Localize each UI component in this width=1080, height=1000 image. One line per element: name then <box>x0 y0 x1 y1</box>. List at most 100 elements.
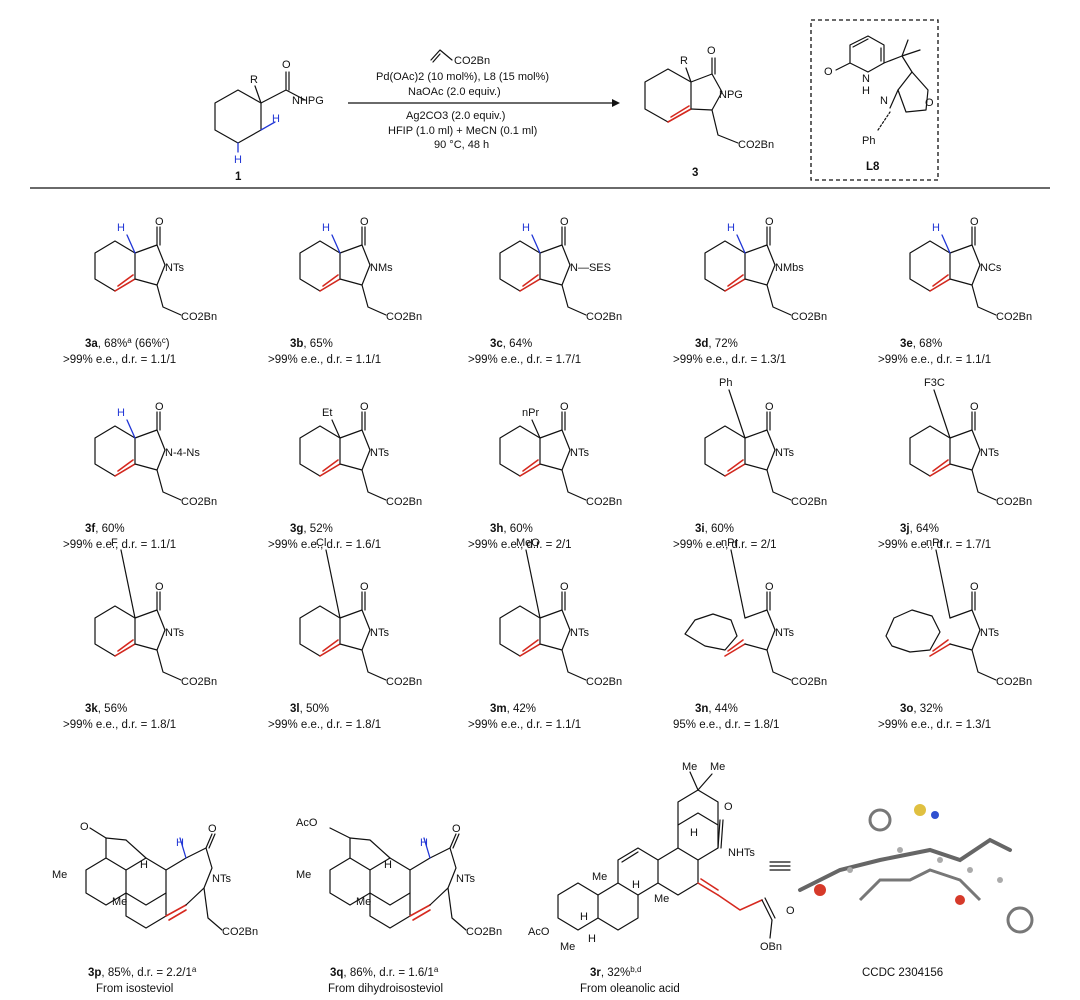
3j-ee: >99% e.e., d.r. = 1.7/1 <box>878 539 991 551</box>
3m-caption: 3m, 42% <box>490 703 536 715</box>
3q-ester: CO2Bn <box>466 926 502 938</box>
3k-ester: CO2Bn <box>181 676 217 688</box>
3g-o: O <box>360 401 369 413</box>
3m-label: 3m <box>490 703 507 715</box>
3o-yield: , 32% <box>913 703 942 715</box>
3i-ee: >99% e.e., d.r. = 2/1 <box>673 539 777 551</box>
3p-nts: NTs <box>212 873 231 885</box>
3f-label: 3f <box>85 523 95 535</box>
3p-ester: CO2Bn <box>222 926 258 938</box>
3l-ester: CO2Bn <box>386 676 422 688</box>
3r-label: 3r <box>590 967 601 979</box>
substrate-r: R <box>250 74 258 86</box>
3r-me1: Me <box>682 761 697 773</box>
3r-h4: H <box>588 933 596 945</box>
substrate-amide: NHPG <box>292 95 324 107</box>
3j-caption: 3j, 64% <box>900 523 939 535</box>
3c-n: N—SES <box>570 262 611 274</box>
3k-n: NTs <box>165 627 184 639</box>
3b-ester: CO2Bn <box>386 311 422 323</box>
3g-substituent: Et <box>322 407 332 419</box>
3m-yield: , 42% <box>507 703 536 715</box>
reagent-line-3: Ag2CO3 (2.0 equiv.) <box>406 110 505 122</box>
3r-obn: OBn <box>760 941 782 953</box>
3i-label: 3i <box>695 523 705 535</box>
3q-sep: , <box>343 967 349 979</box>
3d-n: NMbs <box>775 262 804 274</box>
3e-caption: 3e, 68% <box>900 338 942 350</box>
3i-o: O <box>765 401 774 413</box>
3a-ee: >99% e.e., d.r. = 1.1/1 <box>63 354 176 366</box>
3g-ester: CO2Bn <box>386 496 422 508</box>
3a-yield: , 68% <box>98 338 127 350</box>
3o-ester: CO2Bn <box>996 676 1032 688</box>
3k-substituent: F <box>111 537 118 549</box>
3i-substituent: Ph <box>719 377 732 389</box>
3p-me2: Me <box>112 896 127 908</box>
equals-sign <box>769 861 791 871</box>
3r-me4: Me <box>654 893 669 905</box>
3q-source: From dihydroisosteviol <box>328 983 443 995</box>
3r-h1: H <box>690 827 698 839</box>
3k-yield: , 56% <box>98 703 127 715</box>
3i-yield: , 60% <box>705 523 734 535</box>
3q-yield: 86%, d.r. = 1.6/1 <box>350 967 434 979</box>
3a-label: 3a <box>85 338 98 350</box>
3d-o: O <box>765 216 774 228</box>
3r-o: O <box>724 801 733 813</box>
3a-ester: CO2Bn <box>181 311 217 323</box>
3p-h: H <box>140 859 148 871</box>
3o-n: NTs <box>980 627 999 639</box>
3a-caption: 3a, 68%a (66%c) <box>85 336 170 350</box>
3d-ester: CO2Bn <box>791 311 827 323</box>
3q-me2: Me <box>356 896 371 908</box>
3p-yield: 85%, d.r. = 2.2/1 <box>108 967 192 979</box>
ligand-nh-h: H <box>862 85 870 97</box>
3a-extra: (66% <box>132 338 162 350</box>
product-o: O <box>707 45 716 57</box>
3i-caption: 3i, 60% <box>695 523 734 535</box>
3j-o: O <box>970 401 979 413</box>
reaction-conditions: CO2Bn Pd(OAc)2 (10 mol%), L8 (15 mol%) N… <box>348 49 620 151</box>
3f-ee: >99% e.e., d.r. = 1.1/1 <box>63 539 176 551</box>
substrate-label: 1 <box>235 171 242 183</box>
3c-substituent: H <box>522 222 530 234</box>
3e-o: O <box>970 216 979 228</box>
3o-substituent: nPr <box>926 537 943 549</box>
3n-ester: CO2Bn <box>791 676 827 688</box>
3p-me1: Me <box>52 869 67 881</box>
3l-ee: >99% e.e., d.r. = 1.8/1 <box>268 719 381 731</box>
3g-yield: , 52% <box>303 523 332 535</box>
3a-sup: a <box>127 336 132 345</box>
3h-label: 3h <box>490 523 503 535</box>
3e-label: 3e <box>900 338 913 350</box>
3r-me2: Me <box>710 761 725 773</box>
3a-extra-sup: c <box>162 336 166 345</box>
3r-sep: , <box>601 967 607 979</box>
product-3: R O NPG CO2Bn 3 <box>644 45 774 179</box>
3p-o: O <box>80 821 89 833</box>
3q-me1: Me <box>296 869 311 881</box>
3j-n: NTs <box>980 447 999 459</box>
3n-label: 3n <box>695 703 708 715</box>
3e-ee: >99% e.e., d.r. = 1.1/1 <box>878 354 991 366</box>
3h-n: NTs <box>570 447 589 459</box>
3m-n: NTs <box>570 627 589 639</box>
3l-o: O <box>360 581 369 593</box>
product-ester: CO2Bn <box>738 139 774 151</box>
3l-substituent: Cl <box>316 537 326 549</box>
3c-o: O <box>560 216 569 228</box>
3e-yield: , 68% <box>913 338 942 350</box>
ligand-n: N <box>880 95 888 107</box>
3r-sup: b,d <box>630 965 641 974</box>
3a-extra-close: ) <box>166 338 170 350</box>
3p-label: 3p <box>88 967 101 979</box>
